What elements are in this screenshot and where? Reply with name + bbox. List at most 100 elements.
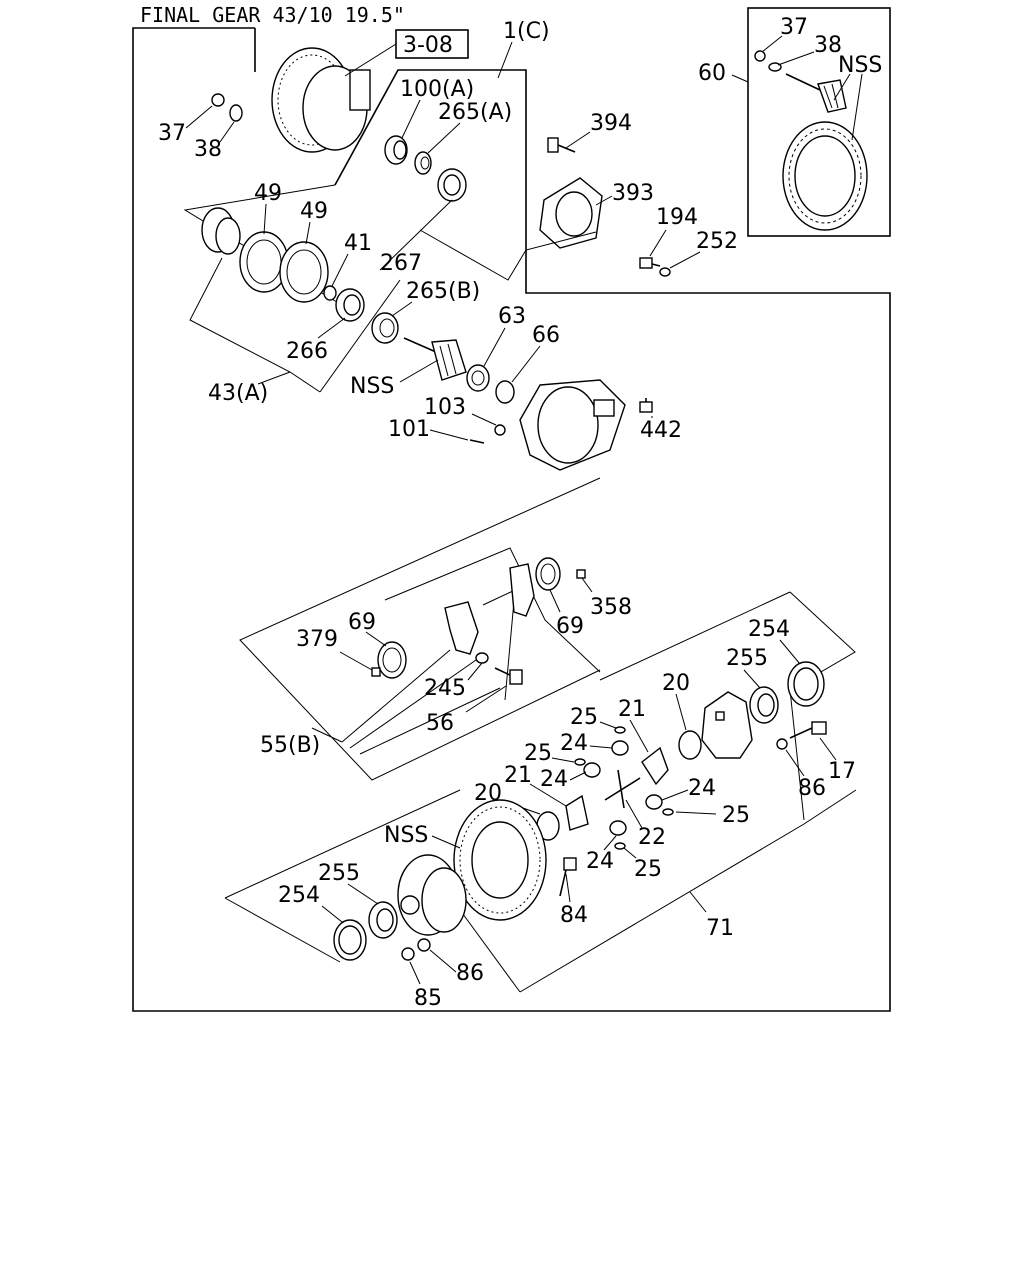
- label-84[interactable]: 84: [560, 903, 588, 928]
- label-379[interactable]: 379: [296, 627, 338, 652]
- label-266[interactable]: 266: [286, 339, 328, 364]
- label-60[interactable]: 60: [698, 61, 726, 86]
- label-393[interactable]: 393: [612, 181, 654, 206]
- pinion-24-top[interactable]: [611, 740, 629, 756]
- label-25-left[interactable]: 25: [524, 741, 552, 766]
- thrust-washer-20-right[interactable]: [678, 730, 702, 760]
- nut-85[interactable]: [401, 947, 415, 961]
- label-71[interactable]: 71: [706, 916, 734, 941]
- stud-101[interactable]: [469, 439, 485, 444]
- label-255-right[interactable]: 255: [726, 646, 768, 671]
- gasket-49b[interactable]: [279, 241, 329, 303]
- bearing-100a[interactable]: [384, 135, 408, 165]
- label-63[interactable]: 63: [498, 304, 526, 329]
- bolt-194[interactable]: [639, 257, 661, 269]
- label-358[interactable]: 358: [590, 595, 632, 620]
- label-55b[interactable]: 55(B): [260, 733, 320, 758]
- inset-nut-37[interactable]: [754, 50, 766, 62]
- label-442[interactable]: 442: [640, 418, 682, 443]
- label-24-left[interactable]: 24: [540, 767, 568, 792]
- label-66[interactable]: 66: [532, 323, 560, 348]
- breather-442[interactable]: [639, 398, 653, 413]
- diff-case-left[interactable]: [397, 854, 467, 936]
- label-254-left[interactable]: 254: [278, 883, 320, 908]
- label-25-bottom[interactable]: 25: [634, 857, 662, 882]
- washer-86-right[interactable]: [776, 738, 788, 750]
- washer-86-left[interactable]: [417, 938, 431, 952]
- label-21-right[interactable]: 21: [618, 697, 646, 722]
- label-25-right[interactable]: 25: [722, 803, 750, 828]
- carrier-housing[interactable]: [519, 379, 626, 471]
- cap-left[interactable]: [444, 601, 479, 655]
- label-85[interactable]: 85: [414, 986, 442, 1011]
- label-24-top[interactable]: 24: [560, 731, 588, 756]
- label-49a[interactable]: 49: [254, 181, 282, 206]
- nut-37[interactable]: [211, 93, 225, 107]
- label-255-left[interactable]: 255: [318, 861, 360, 886]
- label-101[interactable]: 101: [388, 417, 430, 442]
- lock-358[interactable]: [576, 569, 586, 579]
- side-gear-21-left[interactable]: [565, 794, 589, 831]
- label-265b[interactable]: 265(B): [406, 279, 480, 304]
- washer-25-right[interactable]: [662, 808, 674, 816]
- label-20-right[interactable]: 20: [662, 671, 690, 696]
- bearing-255-left[interactable]: [368, 901, 398, 939]
- bearing-266[interactable]: [335, 288, 365, 322]
- label-103[interactable]: 103: [424, 395, 466, 420]
- race-254-right[interactable]: [787, 661, 825, 707]
- washer-25-left[interactable]: [574, 758, 586, 766]
- label-100a[interactable]: 100(A): [400, 77, 474, 102]
- bolt-17[interactable]: [789, 721, 827, 739]
- label-22[interactable]: 22: [638, 825, 666, 850]
- label-194[interactable]: 194: [656, 205, 698, 230]
- label-37[interactable]: 37: [158, 121, 186, 146]
- ring-66[interactable]: [495, 380, 515, 404]
- label-1c[interactable]: 1(C): [503, 19, 550, 44]
- washer-25-top[interactable]: [614, 726, 626, 734]
- bearing-265b[interactable]: [371, 312, 399, 344]
- label-245[interactable]: 245: [424, 676, 466, 701]
- race-254-left[interactable]: [333, 919, 367, 961]
- label-86-right[interactable]: 86: [798, 776, 826, 801]
- label-265a[interactable]: 265(A): [438, 100, 512, 125]
- bearing-cage-393[interactable]: [539, 177, 603, 249]
- label-38-inset[interactable]: 38: [814, 33, 842, 58]
- diff-case-right[interactable]: [701, 691, 753, 759]
- bearing-63[interactable]: [466, 364, 490, 392]
- label-49b[interactable]: 49: [300, 199, 328, 224]
- ring-gear-nss[interactable]: [453, 799, 547, 921]
- label-41[interactable]: 41: [344, 231, 372, 256]
- cap-right[interactable]: [509, 563, 535, 617]
- label-69-right[interactable]: 69: [556, 614, 584, 639]
- cross-shaft-22[interactable]: [604, 769, 641, 809]
- washer-25-bottom[interactable]: [614, 842, 626, 850]
- bolt-56[interactable]: [494, 667, 523, 685]
- top-ring-gear[interactable]: [271, 47, 371, 153]
- collar-41[interactable]: [323, 285, 337, 301]
- label-86-left[interactable]: 86: [456, 961, 484, 986]
- bearing-265a[interactable]: [414, 151, 432, 175]
- pinion-flange[interactable]: [201, 207, 241, 255]
- washer-245[interactable]: [475, 652, 489, 664]
- inset-ring-gear[interactable]: [782, 121, 868, 231]
- adjuster-69-left[interactable]: [377, 641, 407, 679]
- bolt-394[interactable]: [547, 137, 576, 153]
- race-267[interactable]: [437, 168, 467, 202]
- pinion-24-left[interactable]: [583, 762, 601, 778]
- washer-252[interactable]: [659, 267, 671, 277]
- label-nss-ring[interactable]: NSS: [384, 823, 428, 848]
- label-24-right[interactable]: 24: [688, 776, 716, 801]
- label-38[interactable]: 38: [194, 137, 222, 162]
- label-394[interactable]: 394: [590, 111, 632, 136]
- label-17[interactable]: 17: [828, 759, 856, 784]
- label-25-top[interactable]: 25: [570, 705, 598, 730]
- label-43a[interactable]: 43(A): [208, 381, 268, 406]
- pinion-24-right[interactable]: [645, 794, 663, 810]
- label-21-left[interactable]: 21: [504, 763, 532, 788]
- label-252[interactable]: 252: [696, 229, 738, 254]
- label-254-right[interactable]: 254: [748, 617, 790, 642]
- label-69-left[interactable]: 69: [348, 610, 376, 635]
- label-24-bottom[interactable]: 24: [586, 849, 614, 874]
- label-56[interactable]: 56: [426, 711, 454, 736]
- inset-pinion[interactable]: [785, 73, 847, 113]
